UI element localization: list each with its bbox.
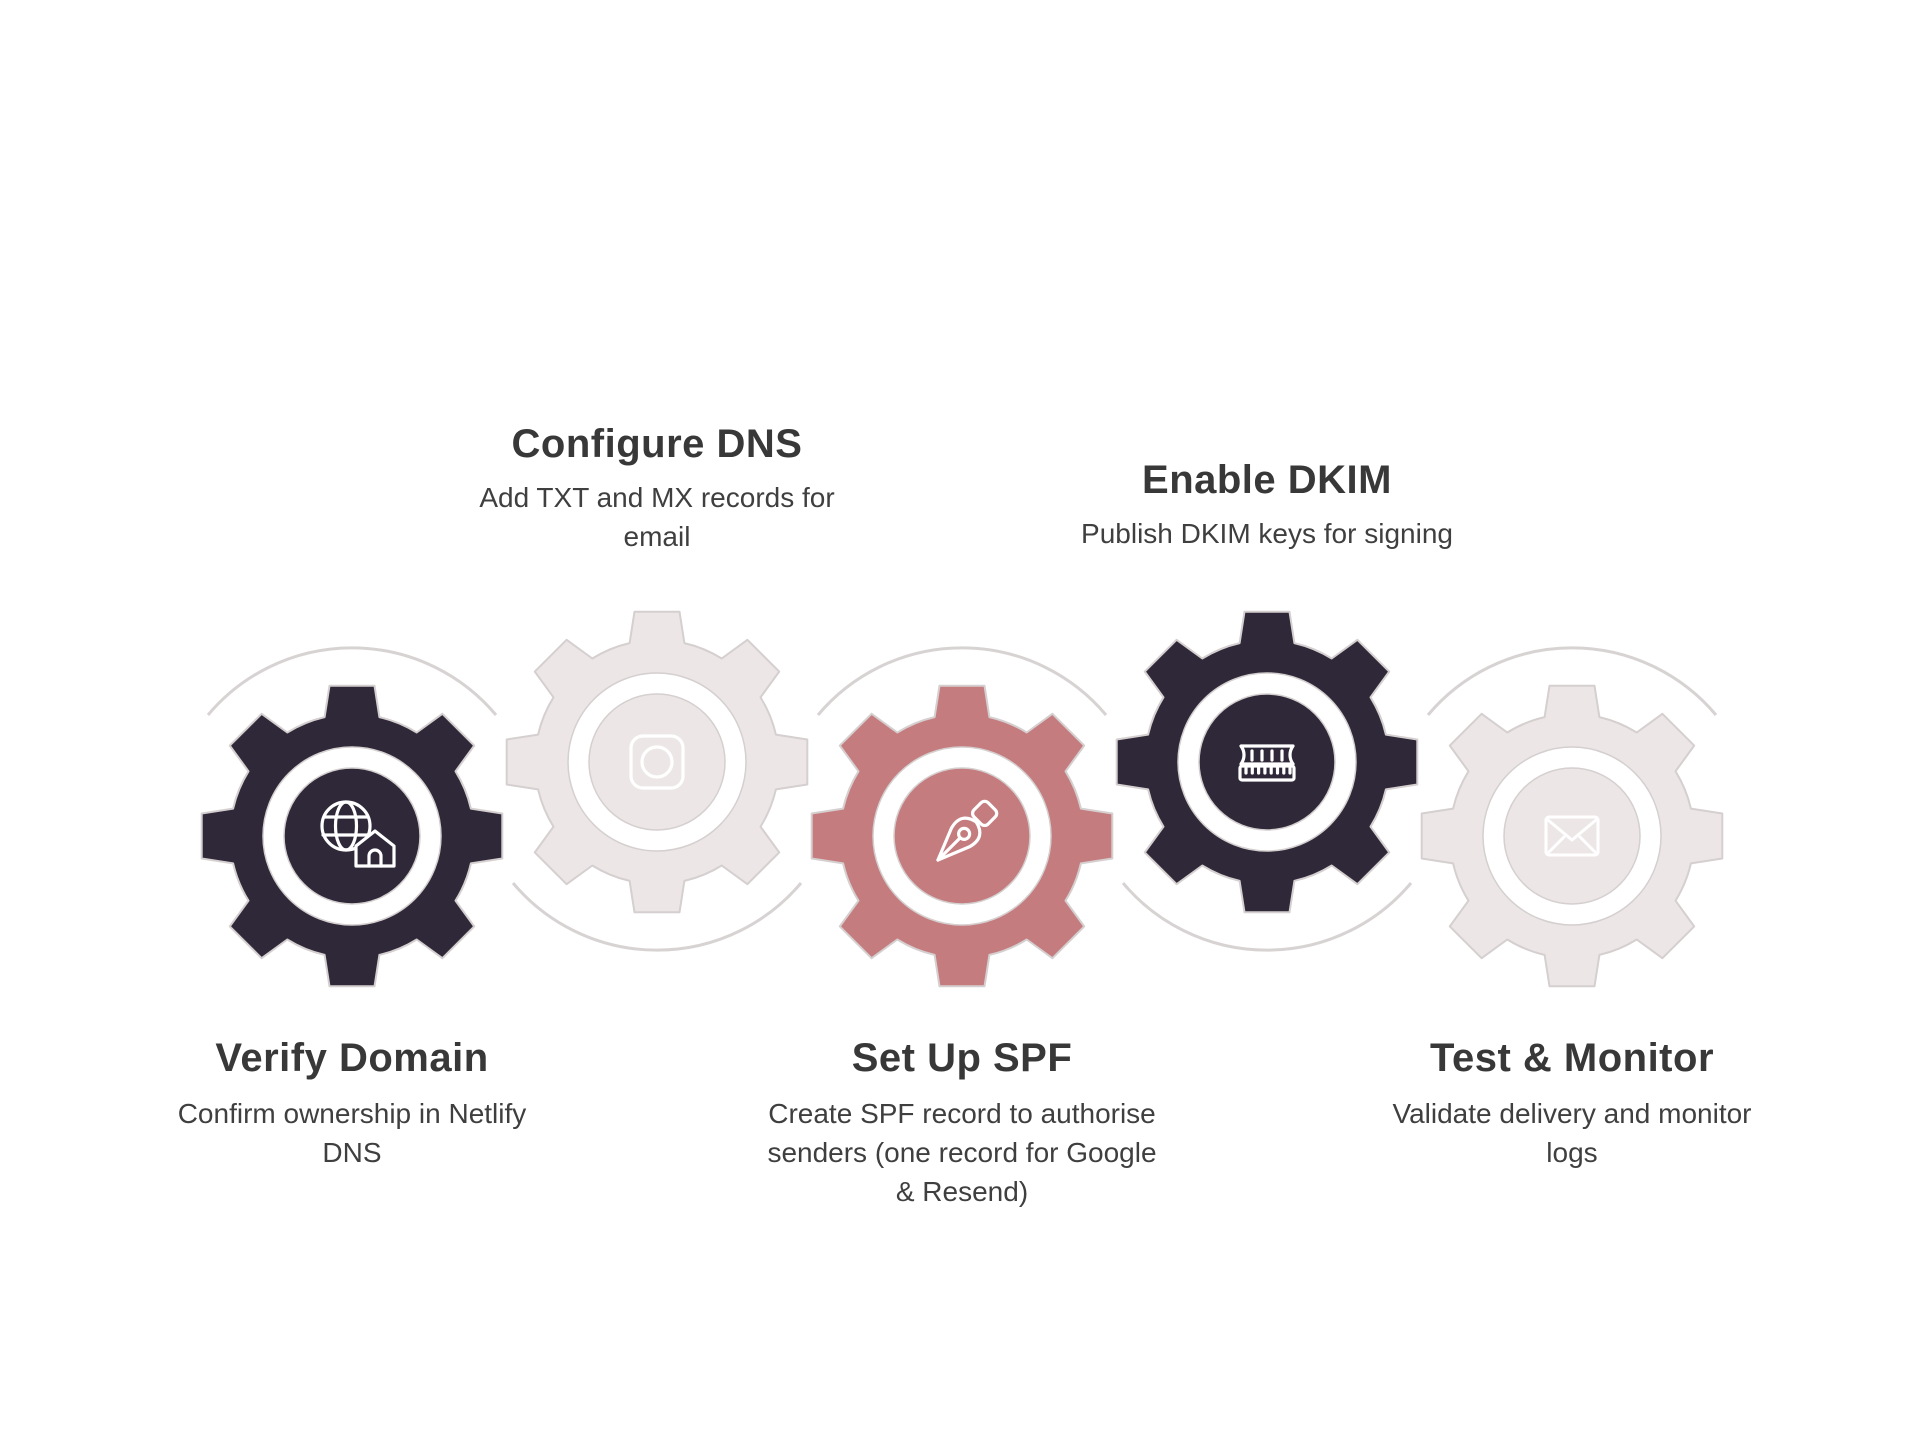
desc-line: Confirm ownership in Netlify [177, 1098, 527, 1129]
arc-around-gear-5 [1426, 646, 1718, 716]
step-title-configure-dns: Configure DNS [511, 422, 803, 466]
step-desc-verify-domain: Confirm ownership in Netlify DNS [178, 1094, 527, 1172]
arc-around-gear-3 [816, 646, 1108, 716]
desc-line: Publish DKIM keys for signing [1081, 518, 1453, 549]
envelope-icon [1544, 815, 1600, 857]
ram-module-icon [1238, 744, 1296, 782]
desc-line: email [623, 521, 691, 552]
desc-line: Create SPF record to authorise [768, 1098, 1156, 1129]
desc-line: & Resend) [895, 1176, 1029, 1207]
gear-set-up-spf [810, 684, 1114, 988]
step-desc-enable-dkim: Publish DKIM keys for signing [1081, 514, 1453, 553]
arc-around-gear-4 [1121, 882, 1413, 952]
step-desc-test-monitor: Validate delivery and monitor logs [1392, 1094, 1751, 1172]
gear-verify-domain [200, 684, 504, 988]
step-desc-configure-dns: Add TXT and MX records for email [479, 478, 834, 556]
desc-line: logs [1546, 1137, 1598, 1168]
desc-line: DNS [322, 1137, 382, 1168]
ram-pins [1244, 766, 1292, 775]
desc-line: senders (one record for Google [767, 1137, 1157, 1168]
arc-around-gear-2 [511, 882, 803, 952]
step-desc-set-up-spf: Create SPF record to authorise senders (… [767, 1094, 1156, 1211]
gear-enable-dkim [1115, 610, 1419, 914]
gear-configure-dns [505, 610, 809, 914]
step-title-verify-domain: Verify Domain [215, 1036, 489, 1080]
step-title-set-up-spf: Set Up SPF [851, 1036, 1073, 1080]
desc-line: Add TXT and MX records for [479, 482, 835, 513]
globe-home-icon [320, 800, 396, 868]
arc-around-gear-1 [206, 646, 498, 716]
step-title-enable-dkim: Enable DKIM [1142, 458, 1392, 502]
pen-nib-icon [936, 799, 999, 862]
step-title-test-monitor: Test & Monitor [1429, 1036, 1715, 1080]
rounded-square-lens-icon [629, 734, 685, 790]
gear-test-monitor [1420, 684, 1724, 988]
desc-line: Validate delivery and monitor [1392, 1098, 1752, 1129]
